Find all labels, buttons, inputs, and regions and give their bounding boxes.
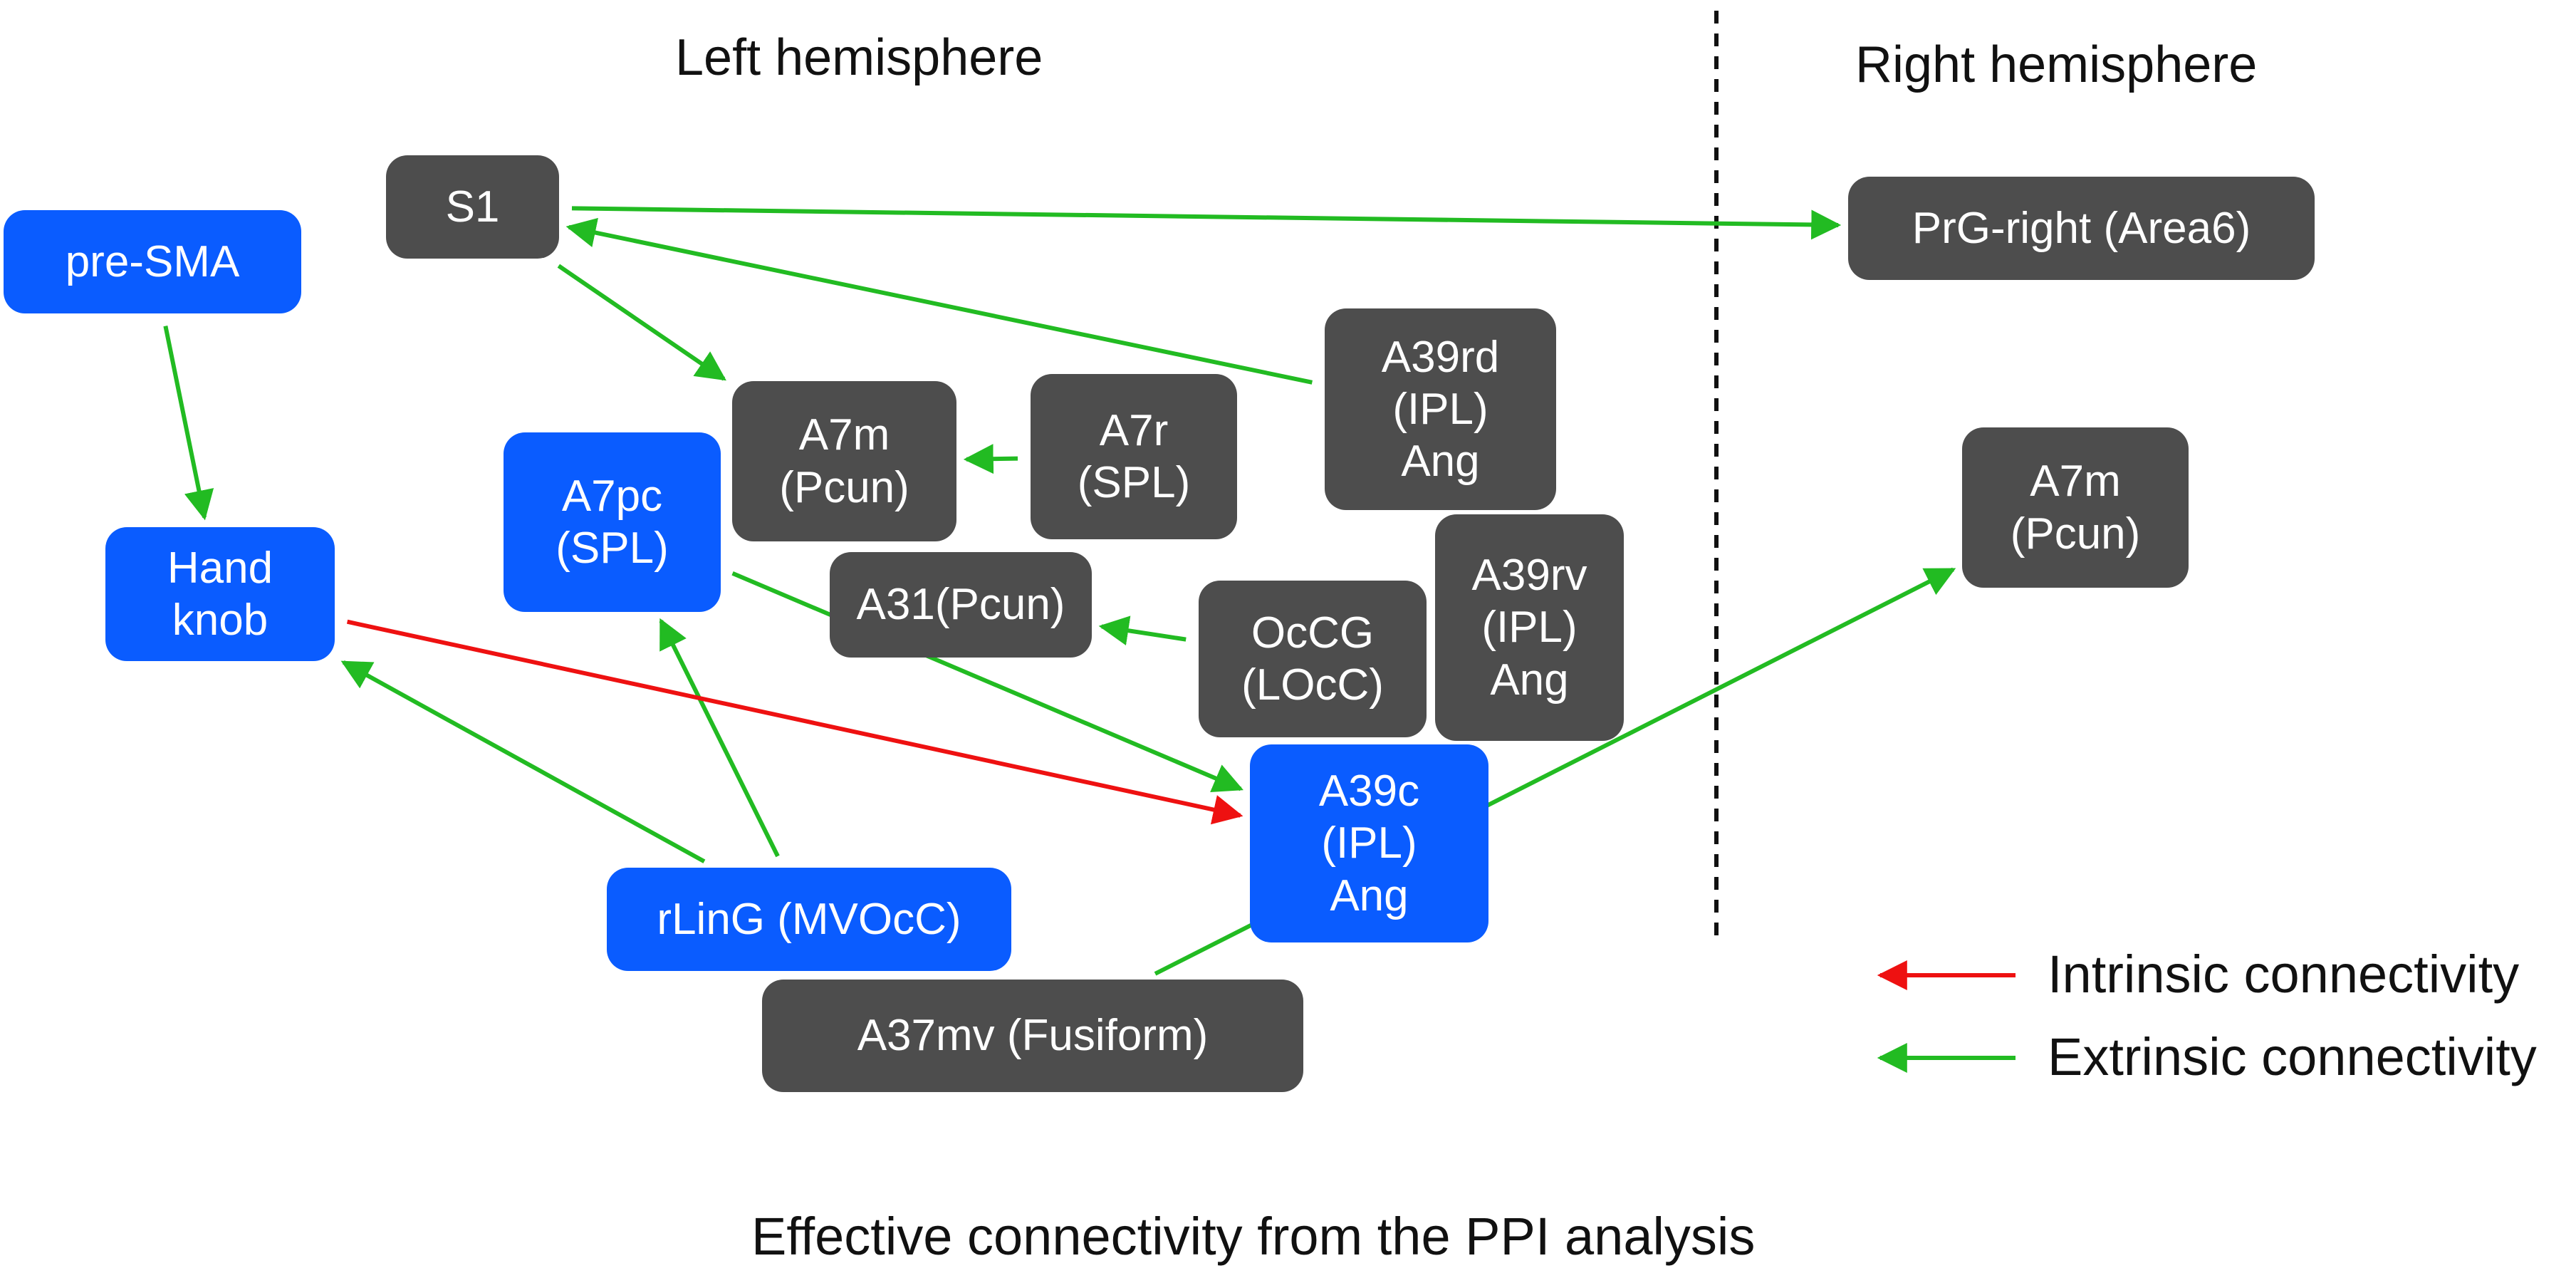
- node-label-line: A31(Pcun): [856, 580, 1065, 630]
- node-rling: rLinG (MVOcC): [607, 868, 1011, 971]
- arrow-pre-sma-to-hand-knob: [163, 326, 214, 521]
- node-a39c: A39c(IPL)Ang: [1250, 744, 1488, 942]
- node-label-line: Ang: [1330, 871, 1409, 920]
- node-a39rv: A39rv(IPL)Ang: [1435, 514, 1624, 741]
- legend-intrinsic-label: Intrinsic connectivity: [2048, 945, 2520, 1004]
- node-a7r: A7r(SPL): [1031, 374, 1237, 539]
- node-label-line: (IPL): [1321, 819, 1417, 868]
- node-label-line: PrG-right (Area6): [1912, 203, 2251, 253]
- arrow-hand-knob-to-a39c: [346, 619, 1243, 825]
- right-hemisphere-heading: Right hemisphere: [1855, 36, 2258, 93]
- node-label-line: (SPL): [556, 524, 669, 573]
- node-occg: OcCG(LOcC): [1199, 581, 1427, 737]
- node-label-line: Ang: [1401, 437, 1480, 487]
- figure-caption: Effective connectivity from the PPI anal…: [751, 1207, 1756, 1266]
- node-label-line: A7m: [798, 410, 890, 460]
- connection-arrows: [163, 206, 1956, 976]
- node-label-line: (LOcC): [1241, 660, 1384, 710]
- node-label-line: rLinG (MVOcC): [657, 894, 961, 944]
- node-label-line: A37mv (Fusiform): [857, 1011, 1209, 1061]
- node-a7m-left: A7m(Pcun): [732, 381, 956, 541]
- node-label-line: knob: [172, 596, 268, 645]
- node-label-line: A39rd: [1381, 332, 1500, 382]
- arrow-rling-to-hand-knob: [340, 660, 706, 863]
- arrow-a7pc-to-a39c: [731, 571, 1243, 793]
- node-label-line: A39c: [1318, 767, 1420, 816]
- node-label-line: A39rv: [1471, 551, 1587, 601]
- node-prg-right: PrG-right (Area6): [1848, 177, 2315, 280]
- arrow-s1-to-prg-right: [571, 206, 1842, 240]
- arrow-occg-to-a31: [1098, 615, 1187, 645]
- node-label-line: Hand: [167, 543, 273, 593]
- node-label-line: pre-SMA: [65, 237, 240, 286]
- arrow-s1-to-a7m-left: [557, 264, 726, 381]
- node-a37mv: A37mv (Fusiform): [762, 980, 1303, 1092]
- node-label-line: Ang: [1490, 655, 1569, 705]
- node-pre-sma: pre-SMA: [4, 210, 301, 313]
- left-hemisphere-heading: Left hemisphere: [675, 29, 1043, 86]
- arrow-a39rd-to-s1: [565, 217, 1313, 385]
- node-label-line: A7r: [1099, 405, 1169, 455]
- node-a31: A31(Pcun): [830, 552, 1092, 658]
- node-a7m-right: A7m(Pcun): [1962, 427, 2189, 588]
- node-label-line: A7m: [2030, 457, 2121, 507]
- node-s1: S1: [386, 155, 559, 259]
- arrow-rling-to-a7pc: [659, 618, 780, 858]
- node-label-line: (IPL): [1481, 603, 1578, 653]
- node-label-line: A7pc: [561, 471, 663, 521]
- node-a7pc: A7pc(SPL): [504, 432, 721, 612]
- node-label-line: (Pcun): [2010, 509, 2141, 559]
- node-a39rd: A39rd(IPL)Ang: [1325, 308, 1556, 510]
- node-label-line: OcCG: [1251, 608, 1375, 658]
- node-label-line: (IPL): [1392, 384, 1488, 434]
- node-label-line: (SPL): [1077, 458, 1191, 507]
- legend-extrinsic-label: Extrinsic connectivity: [2048, 1027, 2537, 1086]
- node-label-line: S1: [445, 182, 500, 232]
- node-label-line: (Pcun): [779, 462, 909, 512]
